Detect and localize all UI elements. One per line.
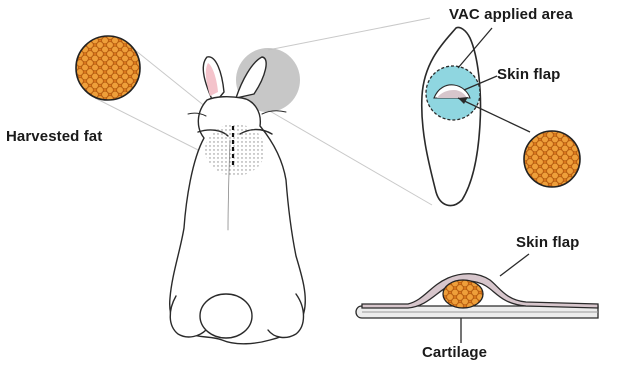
- fat-harvest-site: [205, 124, 265, 176]
- label-vac-applied-area: VAC applied area: [449, 6, 573, 23]
- fat-graft-section: [443, 280, 483, 308]
- label-cartilage: Cartilage: [422, 344, 487, 361]
- rabbit-tail: [200, 294, 252, 338]
- label-harvested-fat: Harvested fat: [6, 128, 102, 145]
- label-skin-flap-section: Skin flap: [516, 234, 579, 251]
- magnified-ear: [422, 27, 481, 205]
- harvested-fat-circle: [76, 36, 140, 100]
- cross-section: [356, 274, 598, 318]
- fat-graft-circle: [524, 131, 580, 187]
- label-skin-flap-ear: Skin flap: [497, 66, 560, 83]
